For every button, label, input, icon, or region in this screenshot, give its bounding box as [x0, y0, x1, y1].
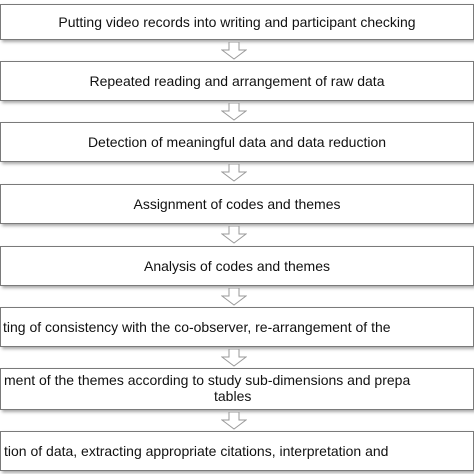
step-box-3: Detection of meaningful data and data re… [0, 122, 474, 162]
step-text-7-line2: tables [214, 388, 252, 404]
step-text-1: Putting video records into writing and p… [58, 13, 416, 30]
step-text-8: tion of data, extracting appropriate cit… [4, 443, 389, 459]
step-text-6: ting of consistency with the co-observer… [3, 319, 391, 335]
step-text-3: Detection of meaningful data and data re… [87, 133, 387, 150]
down-arrow-icon [221, 288, 247, 306]
down-arrow-icon [221, 42, 247, 60]
down-arrow-icon [221, 349, 247, 367]
step-box-7: ment of the themes according to study su… [0, 368, 474, 410]
step-box-2: Repeated reading and arrangement of raw … [0, 61, 474, 101]
down-arrow-icon [221, 103, 247, 121]
down-arrow-icon [221, 226, 247, 244]
down-arrow-icon [221, 164, 247, 182]
down-arrow-icon [221, 412, 247, 430]
step-box-8: tion of data, extracting appropriate cit… [0, 431, 474, 471]
step-text-4: Assignment of codes and themes [133, 195, 341, 212]
step-text-2: Repeated reading and arrangement of raw … [89, 72, 385, 89]
step-box-5: Analysis of codes and themes [0, 246, 474, 286]
step-box-4: Assignment of codes and themes [0, 184, 474, 224]
step-box-6: ting of consistency with the co-observer… [0, 307, 474, 347]
step-text-5: Analysis of codes and themes [144, 257, 330, 274]
step-text-7-line1: ment of the themes according to study su… [4, 372, 411, 388]
step-box-1: Putting video records into writing and p… [0, 4, 474, 40]
